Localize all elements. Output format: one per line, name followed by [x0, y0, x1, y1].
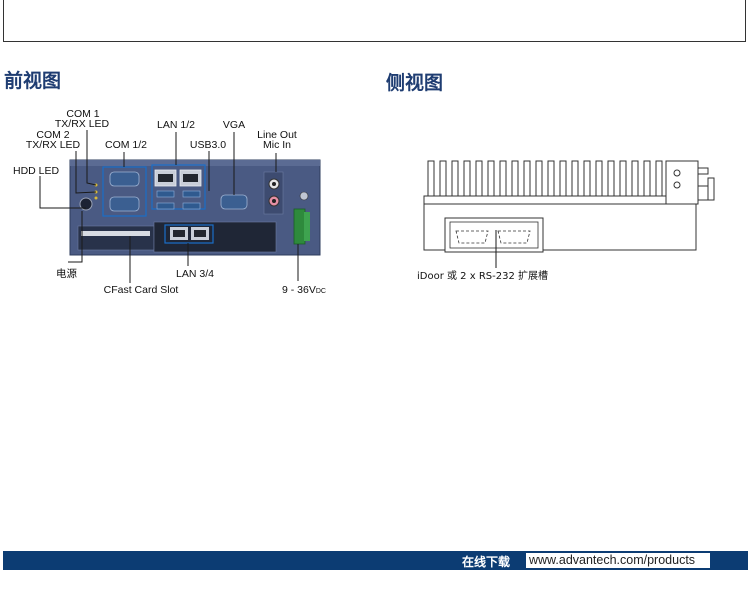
- cfast-panel: [77, 225, 155, 251]
- footer-bar: 在线下载 www.advantech.com/products: [3, 551, 748, 570]
- online-download-label: 在线下载: [461, 555, 510, 569]
- rs232-knockout-1: [455, 230, 489, 244]
- rs232-knockout-2: [497, 230, 531, 244]
- com12-label: COM 1/2: [104, 139, 147, 151]
- com1-port: [109, 171, 140, 187]
- side-end-panel: [665, 160, 699, 205]
- com2-port: [109, 196, 140, 212]
- usb-port-1: [156, 190, 175, 198]
- power-label: 电源: [56, 268, 77, 280]
- dc-input-label: 9 - 36VDC: [282, 285, 326, 297]
- products-url-link[interactable]: www.advantech.com/products: [526, 553, 710, 568]
- lan-usb-outline: [151, 164, 206, 210]
- usb-port-2: [182, 190, 201, 198]
- front-chassis-top: [70, 160, 320, 166]
- com2-label-line2: TX/RX LED: [25, 139, 81, 151]
- dc-voltage: 9 - 36V: [282, 284, 316, 296]
- ground-screw: [299, 191, 309, 201]
- power-button: [79, 197, 93, 211]
- idoor-slot: [444, 217, 544, 253]
- vga-label: VGA: [222, 119, 246, 131]
- hdd-led-label: HDD LED: [13, 165, 60, 177]
- lan12-label: LAN 1/2: [157, 119, 195, 131]
- cfast-slot: [81, 231, 150, 236]
- lan34-label: LAN 3/4: [176, 268, 214, 280]
- dc-subscript: DC: [315, 288, 326, 295]
- cfast-label: CFast Card Slot: [103, 284, 179, 296]
- com2-label-line1: COM 2: [36, 129, 70, 141]
- heatsink-base: [423, 195, 667, 205]
- usb-port-3: [156, 202, 175, 210]
- front-callout-lines: [39, 130, 299, 283]
- side-view-title: 侧视图: [386, 72, 444, 94]
- top-frame: [3, 0, 746, 42]
- lan1-socket: [158, 174, 173, 182]
- usb30-label: USB3.0: [189, 139, 227, 151]
- lan34-outline: [164, 224, 214, 244]
- hdd-led: [94, 196, 98, 200]
- lan2-socket: [183, 174, 198, 182]
- idoor-label: iDoor 或 2 x RS-232 扩展槽: [417, 271, 548, 282]
- com1-label-line2: TX/RX LED: [54, 118, 110, 130]
- line-out-label: Line Out: [257, 129, 297, 141]
- com1-label-line1: COM 1: [66, 108, 100, 120]
- usb-port-4: [182, 202, 201, 210]
- front-view-title: 前视图: [4, 70, 62, 92]
- mic-in-label: Mic In: [262, 139, 291, 151]
